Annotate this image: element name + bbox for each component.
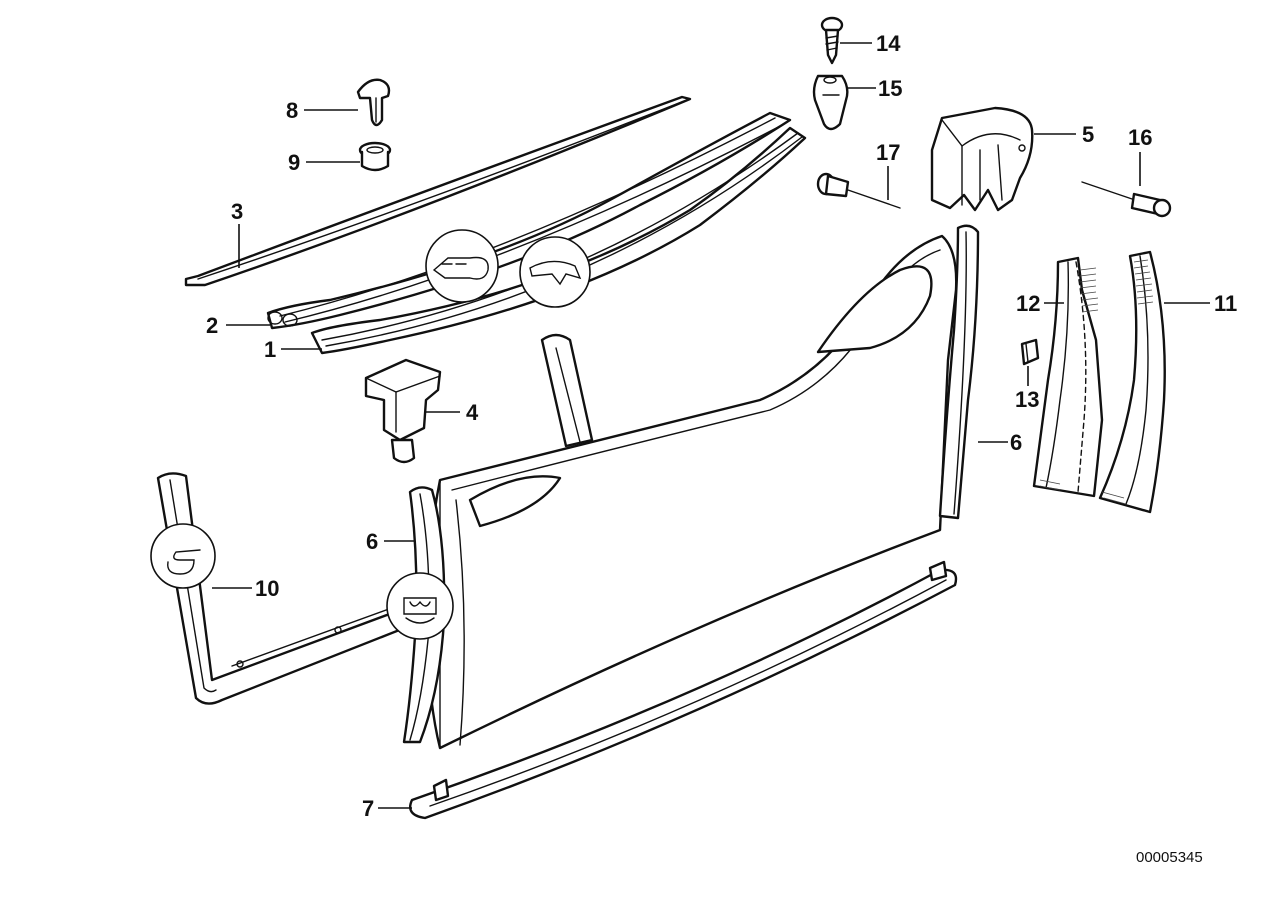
part-8-expanding-rivet [356, 78, 391, 127]
callout-4: 4 [466, 400, 479, 425]
part-3-roof-seal-strip [184, 95, 692, 287]
callout-13: 13 [1015, 387, 1039, 412]
part-7-sill-trim [408, 560, 958, 820]
part-2-double-roof-seal [266, 111, 792, 330]
part-6-rear-pillar-seal [938, 224, 980, 520]
part-5-guide-bracket [930, 106, 1034, 212]
part-9-grommet [358, 141, 392, 172]
callout-5: 5 [1082, 122, 1094, 147]
part-4-door-switch [364, 358, 442, 464]
callout-6-left: 6 [366, 529, 378, 554]
seal-profile-detail-1 [425, 229, 499, 303]
door-panel [424, 234, 958, 750]
callout-7: 7 [362, 796, 374, 821]
document-number: 00005345 [1136, 849, 1203, 866]
part-11-window-channel [1098, 250, 1166, 514]
callout-14: 14 [876, 31, 901, 56]
callout-leaders [212, 42, 1210, 809]
callout-12: 12 [1016, 291, 1040, 316]
window-channel-pillar [540, 333, 594, 448]
part-16-blind-rivet [1081, 181, 1172, 218]
callout-17: 17 [876, 140, 900, 165]
part-14-screw [820, 16, 844, 65]
callout-1: 1 [264, 337, 276, 362]
callout-2: 2 [206, 313, 218, 338]
part-13-clip [1020, 338, 1040, 366]
part-12-window-guide-rail [1032, 256, 1104, 498]
callout-15: 15 [878, 76, 902, 101]
part-17-blind-rivet [816, 172, 901, 209]
callout-16: 16 [1128, 125, 1152, 150]
callout-8: 8 [286, 98, 298, 123]
seal-profile-detail-2 [519, 236, 591, 308]
seal-profile-detail-4 [386, 572, 454, 640]
callout-9: 9 [288, 150, 300, 175]
seal-profile-detail-3 [150, 523, 216, 589]
callout-6-right: 6 [1010, 430, 1022, 455]
callout-10: 10 [255, 576, 279, 601]
part-15-clip-nut [812, 74, 849, 131]
callout-3: 3 [231, 199, 243, 224]
callout-labels: 1 2 3 4 5 6 6 7 8 9 10 11 12 13 14 15 16… [206, 31, 1237, 821]
callout-11: 11 [1214, 291, 1237, 316]
